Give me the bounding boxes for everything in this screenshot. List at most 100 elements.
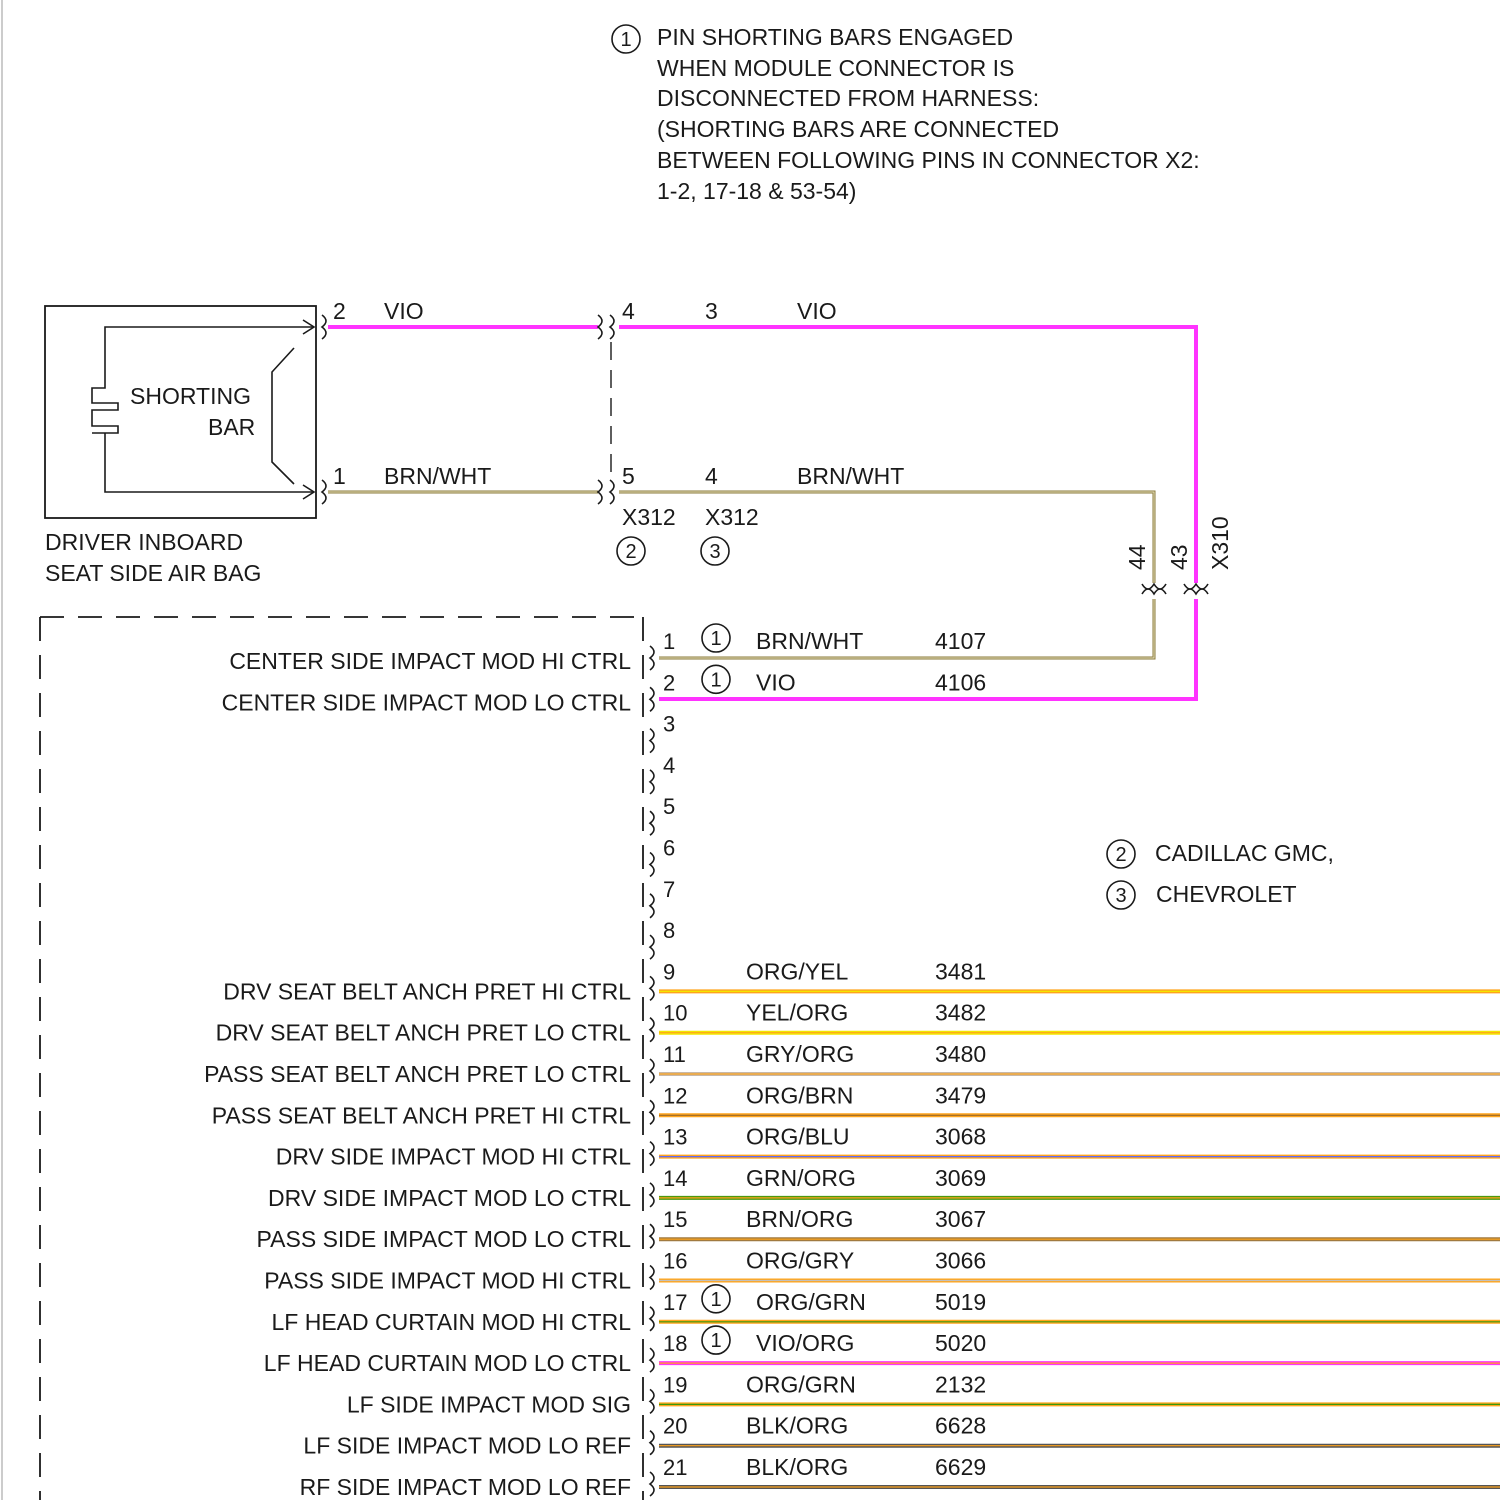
circuit-number: 6628	[935, 1413, 986, 1439]
airbag-caption-2: SEAT SIDE AIR BAG	[45, 560, 261, 586]
shorting-bar-label-2: BAR	[208, 414, 255, 440]
pin-connector-icon	[650, 729, 654, 753]
pin-connector-icon	[650, 1307, 654, 1331]
pin-connector-icon	[650, 1224, 654, 1248]
pin-number: 1	[663, 629, 675, 654]
connector-symbol-icon	[1184, 584, 1208, 589]
wire-segment	[659, 599, 1154, 658]
wire-segment	[659, 599, 1196, 699]
pin-connector-icon	[650, 1142, 654, 1166]
circuit-number: 6629	[935, 1454, 986, 1480]
connector-symbol-icon	[598, 480, 602, 504]
pin-number: 16	[663, 1249, 687, 1274]
driver-inboard-airbag: SHORTING BAR DRIVER INBOARD SEAT SIDE AI…	[45, 298, 491, 586]
pin-connector-icon	[650, 853, 654, 877]
circuit-number: 5020	[935, 1330, 986, 1356]
legend-text-2: CADILLAC GMC,	[1155, 840, 1334, 866]
x312-marker-a-number: 2	[625, 541, 636, 563]
note-1-line-6: 1-2, 17-18 & 53-54)	[657, 178, 856, 204]
x312-name-b: X312	[705, 504, 759, 530]
note-1-line-5: BETWEEN FOLLOWING PINS IN CONNECTOR X2:	[657, 147, 1200, 173]
circuit-number: 3069	[935, 1165, 986, 1191]
pin-number: 2	[663, 670, 675, 695]
shorting-bar-marker-number: 1	[710, 628, 721, 650]
pin-connector-icon	[650, 1183, 654, 1207]
x312-top-color: VIO	[797, 298, 837, 324]
pin-label: DRV SIDE IMPACT MOD LO CTRL	[268, 1185, 631, 1211]
x310-pin-brn: 44	[1124, 544, 1150, 570]
wire-color-label: GRY/ORG	[746, 1041, 854, 1067]
legend-marker-3-number: 3	[1115, 885, 1126, 907]
x310-pin-vio: 43	[1166, 544, 1192, 570]
x312-top-pin-b: 3	[705, 298, 718, 324]
pin-connector-icon	[650, 976, 654, 1000]
wire-color-label: ORG/GRN	[756, 1289, 866, 1315]
circuit-number: 2132	[935, 1371, 986, 1397]
shorting-bar-circuit	[92, 327, 314, 492]
pin-number: 8	[663, 918, 675, 943]
connector-symbol-icon	[1142, 584, 1166, 589]
pin-connector-icon	[650, 687, 654, 711]
pin-number: 9	[663, 959, 675, 984]
shorting-bar-contact	[272, 348, 294, 484]
pin-connector-icon	[650, 811, 654, 835]
pin-number: 14	[663, 1166, 687, 1191]
wire-color-label: GRN/ORG	[746, 1165, 856, 1191]
pin-number: 3	[663, 712, 675, 737]
wire-color-label: ORG/GRN	[746, 1371, 856, 1397]
pin-connector-icon	[650, 1389, 654, 1413]
pin-label: PASS SIDE IMPACT MOD LO CTRL	[257, 1226, 632, 1252]
circuit-number: 3067	[935, 1206, 986, 1232]
pin-connector-icon	[650, 1266, 654, 1290]
shorting-bar-marker-number: 1	[710, 669, 721, 691]
note-1: 1 PIN SHORTING BARS ENGAGED WHEN MODULE …	[612, 24, 1200, 204]
pin-label: PASS SIDE IMPACT MOD HI CTRL	[264, 1268, 631, 1294]
pin-number: 12	[663, 1083, 687, 1108]
pin-label: LF HEAD CURTAIN MOD HI CTRL	[271, 1309, 631, 1335]
airbag-pin-brn: 1	[333, 463, 346, 489]
pin-number: 15	[663, 1207, 687, 1232]
pin-label: PASS SEAT BELT ANCH PRET HI CTRL	[212, 1102, 631, 1128]
wire-color-label: ORG/BLU	[746, 1124, 850, 1150]
note-1-marker-number: 1	[620, 29, 631, 51]
wire-color-label: ORG/BRN	[746, 1082, 853, 1108]
pin-connector-icon	[650, 894, 654, 918]
wire-stripe	[619, 492, 1154, 583]
pin-number: 6	[663, 836, 675, 861]
legend-marker-2-number: 2	[1115, 844, 1126, 866]
connector-symbol-icon	[598, 315, 602, 339]
pin-number: 17	[663, 1290, 687, 1315]
variant-legend: 2 CADILLAC GMC, 3 CHEVROLET	[1107, 840, 1334, 909]
wire-segment	[619, 327, 1196, 583]
wire-stripe	[659, 599, 1154, 658]
x312-bottom-pin-b: 4	[705, 463, 718, 489]
pin-number: 13	[663, 1125, 687, 1150]
pin-connector-icon	[650, 1472, 654, 1496]
pin-connector-icon	[650, 935, 654, 959]
pin-connector-icon	[650, 1431, 654, 1455]
pin-label: LF SIDE IMPACT MOD LO REF	[303, 1433, 631, 1459]
pin-number: 20	[663, 1414, 687, 1439]
x312-name-a: X312	[622, 504, 676, 530]
note-1-line-2: WHEN MODULE CONNECTOR IS	[657, 55, 1014, 81]
legend-text-3: CHEVROLET	[1156, 881, 1297, 907]
pin-number: 10	[663, 1001, 687, 1026]
x312-connector: 4 3 VIO 5 4 BRN/WHT X312 X312 2 3	[598, 298, 904, 565]
wire-color-label: ORG/GRY	[746, 1248, 854, 1274]
wire-color-label: YEL/ORG	[746, 1000, 848, 1026]
airbag-wire-vio-color: VIO	[384, 298, 424, 324]
pin-number: 11	[663, 1042, 686, 1067]
pin-connector-icon	[650, 1059, 654, 1083]
pin-label: PASS SEAT BELT ANCH PRET LO CTRL	[204, 1061, 631, 1087]
pin-label: CENTER SIDE IMPACT MOD HI CTRL	[229, 648, 631, 674]
wire-color-label: VIO/ORG	[756, 1330, 854, 1356]
pin-label: DRV SEAT BELT ANCH PRET LO CTRL	[216, 1020, 632, 1046]
connector-symbol-icon	[1142, 589, 1166, 594]
connector-symbol-icon	[610, 480, 614, 504]
x312-marker-b-number: 3	[709, 541, 720, 563]
wire-color-label: VIO	[756, 669, 796, 695]
pin-connector-icon	[650, 1018, 654, 1042]
wire-color-label: BRN/ORG	[746, 1206, 853, 1232]
pin-connector-icon	[650, 770, 654, 794]
